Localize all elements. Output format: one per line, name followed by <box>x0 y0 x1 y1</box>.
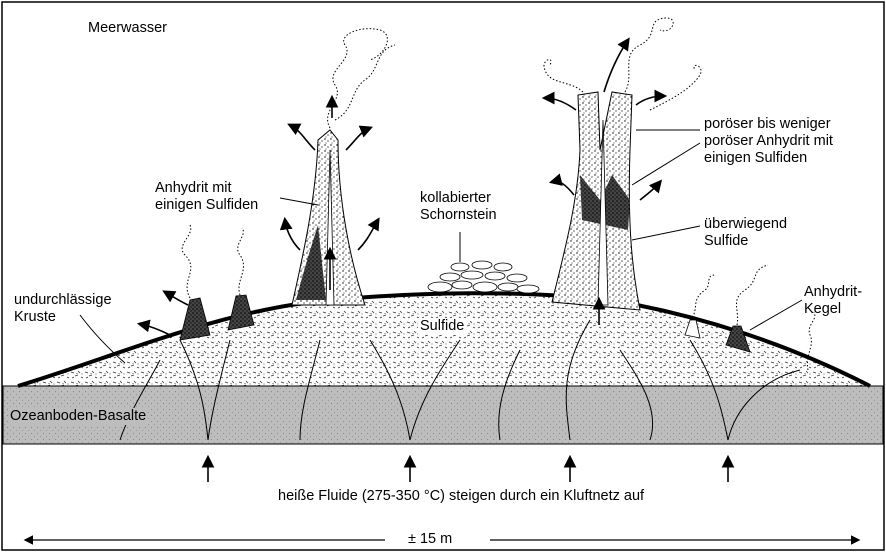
label-anhydrite-sulfides-1: Anhydrit mit <box>155 180 232 197</box>
label-porous-anhydrite-1: poröser bis weniger <box>704 116 831 133</box>
label-mainly-sulfides-2: Sulfide <box>704 233 748 250</box>
label-seawater: Meerwasser <box>88 20 167 37</box>
heat-arrows <box>208 458 728 482</box>
label-sulfides-core: Sulfide <box>418 318 466 335</box>
label-hot-fluids: heiße Fluide (275-350 °C) steigen durch … <box>278 488 644 505</box>
label-impermeable-crust-1: undurchlässige <box>14 292 112 309</box>
label-scale: ± 15 m <box>406 531 454 548</box>
label-anhydrite-cone-1: Anhydrit- <box>804 284 862 301</box>
label-anhydrite-sulfides-2: einigen Sulfiden <box>155 197 258 214</box>
label-impermeable-crust-2: Kruste <box>14 309 56 326</box>
label-porous-anhydrite-2: poröser Anhydrit mit <box>704 133 833 150</box>
small-cone-1 <box>180 298 210 340</box>
label-mainly-sulfides-1: überwiegend <box>704 216 787 233</box>
label-basalts: Ozeanboden-Basalte <box>8 408 148 425</box>
label-anhydrite-cone-2: Kegel <box>804 301 841 318</box>
label-collapsed-chimney-2: Schornstein <box>420 207 497 224</box>
small-cone-2 <box>228 295 254 330</box>
collapsed-chimney-rubble <box>428 261 539 293</box>
label-collapsed-chimney-1: kollabierter <box>420 190 491 207</box>
label-porous-anhydrite-3: einigen Sulfiden <box>704 150 807 167</box>
